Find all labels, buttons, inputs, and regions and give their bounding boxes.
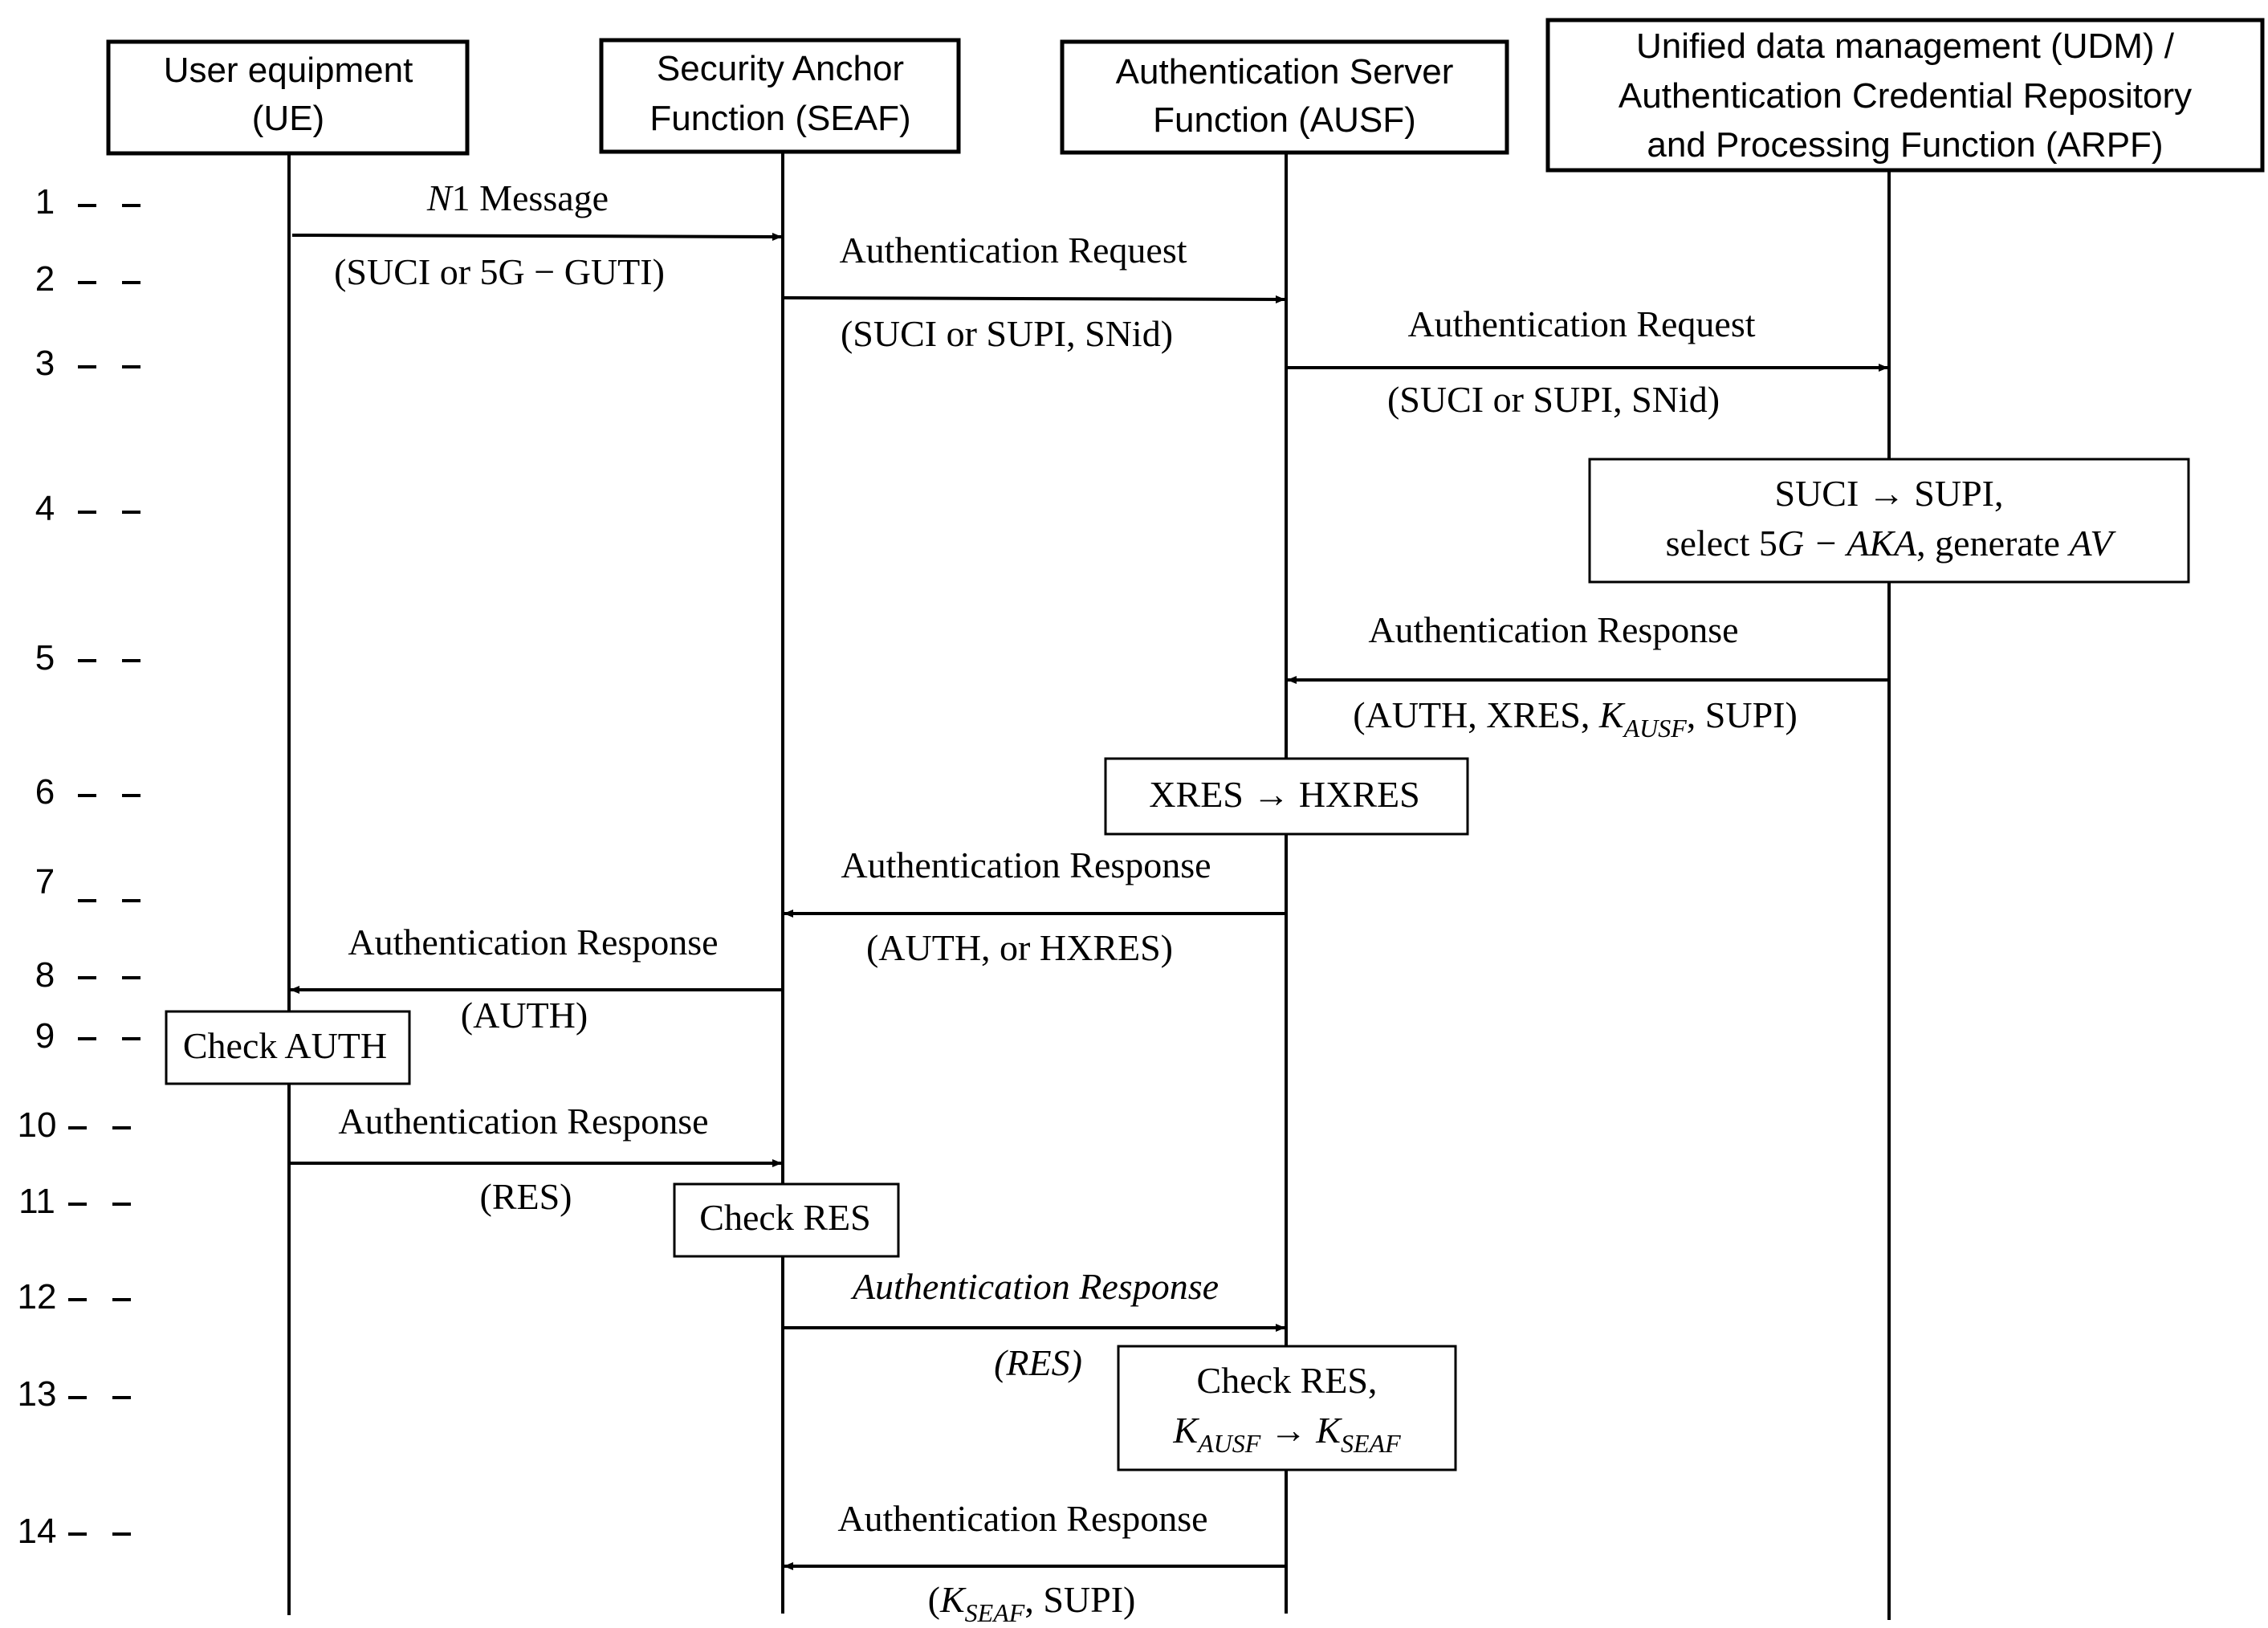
message-label: Authentication Response: [348, 922, 718, 963]
participant-seaf-line1: Security Anchor: [657, 49, 904, 88]
participant-ue: User equipment (UE): [106, 39, 470, 156]
action-seaf-step11: Check RES: [673, 1182, 900, 1258]
message-label-text: 1 Message: [452, 177, 609, 218]
action-text: Check RES: [699, 1197, 870, 1238]
step-number: 2: [35, 259, 55, 299]
step-number: 4: [35, 489, 55, 528]
step-number: 8: [35, 955, 55, 995]
step-number: 6: [35, 772, 55, 812]
step-number: 14: [18, 1512, 57, 1551]
message-step-8: Authentication Response (AUTH): [290, 922, 781, 1036]
message-arrow: [291, 232, 782, 241]
message-step-7: Authentication Response (AUTH, or HXRES): [784, 845, 1285, 968]
step-number: 13: [18, 1374, 57, 1414]
action-ue-step9: Check AUTH: [165, 1010, 411, 1085]
participant-udm: Unified data management (UDM) / Authenti…: [1545, 18, 2265, 173]
message-params: (AUTH): [461, 995, 588, 1036]
step-number: 3: [35, 344, 55, 383]
message-step-5: Authentication Response (AUTH, XRES, KAU…: [1287, 609, 1887, 743]
action-line1: SUCI → SUPI,: [1774, 473, 2003, 514]
message-label: Authentication Response: [1368, 609, 1738, 650]
message-params: (RES): [480, 1176, 572, 1217]
step-number: 5: [35, 638, 55, 678]
action-text: Check AUTH: [183, 1025, 387, 1066]
participant-ausf: Authentication Server Function (AUSF): [1060, 39, 1509, 155]
message-params: (SUCI or 5G − GUTI): [334, 251, 665, 292]
participant-ausf-line1: Authentication Server: [1116, 52, 1454, 92]
action-line1: Check RES,: [1197, 1360, 1378, 1401]
step-number: 11: [18, 1182, 55, 1221]
action-ausf-step6: XRES → HXRES: [1104, 757, 1469, 836]
participant-seaf-line2: Function (SEAF): [649, 99, 910, 138]
participant-udm-line1: Unified data management (UDM) /: [1636, 26, 2175, 66]
participant-udm-line2: Authentication Credential Repository: [1619, 76, 2192, 116]
message-step-2: Authentication Request (SUCI or SUPI, SN…: [784, 230, 1285, 354]
message-params: (AUTH, XRES, KAUSF, SUPI): [1353, 694, 1798, 743]
message-step-14: Authentication Response (KSEAF, SUPI): [784, 1498, 1285, 1627]
message-label: Authentication Request: [1407, 303, 1755, 344]
participant-ausf-line2: Function (AUSF): [1153, 100, 1416, 140]
message-params: (AUTH, or HXRES): [866, 927, 1173, 968]
message-step-12: Authentication Response (RES): [784, 1266, 1285, 1383]
message-label-math: N: [426, 177, 454, 218]
message-step-1: N1 Message (SUCI or 5G − GUTI): [291, 177, 782, 292]
action-text: XRES → HXRES: [1149, 774, 1419, 815]
message-label: N1 Message: [426, 177, 609, 218]
participant-ue-line2: (UE): [252, 99, 324, 138]
message-label: Authentication Request: [839, 230, 1187, 271]
message-params: (RES): [994, 1342, 1082, 1383]
message-label: Authentication Response: [850, 1266, 1219, 1307]
message-arrow: [784, 295, 1285, 303]
participant-ue-line1: User equipment: [164, 51, 413, 90]
step-number: 9: [35, 1016, 55, 1056]
message-label: Authentication Response: [338, 1101, 708, 1142]
action-udm-step4: SUCI → SUPI, select 5G − AKA, generate A…: [1588, 458, 2190, 584]
message-label: Authentication Response: [841, 845, 1211, 885]
step-number: 1: [35, 182, 55, 222]
action-ausf-step13: Check RES, KAUSF → KSEAF: [1117, 1345, 1457, 1471]
message-step-10: Authentication Response (RES): [291, 1101, 782, 1217]
message-label: Authentication Response: [837, 1498, 1207, 1539]
message-params: (KSEAF, SUPI): [928, 1579, 1136, 1627]
participant-seaf: Security Anchor Function (SEAF): [599, 38, 961, 154]
message-step-3: Authentication Request (SUCI or SUPI, SN…: [1288, 303, 1888, 420]
action-line2: KAUSF → KSEAF: [1172, 1410, 1401, 1458]
step-markers: 1 2 3 4 5 6 7 8 9 10 11 12 13 14: [18, 182, 140, 1551]
step-number: 12: [18, 1277, 57, 1317]
participant-udm-line3: and Processing Function (ARPF): [1647, 125, 2163, 165]
step-number: 7: [35, 862, 55, 902]
step-number: 10: [18, 1105, 57, 1145]
message-params: (SUCI or SUPI, SNid): [841, 313, 1173, 354]
action-line2: select 5G − AKA, generate AV: [1666, 523, 2117, 564]
message-params: (SUCI or SUPI, SNid): [1387, 379, 1720, 420]
